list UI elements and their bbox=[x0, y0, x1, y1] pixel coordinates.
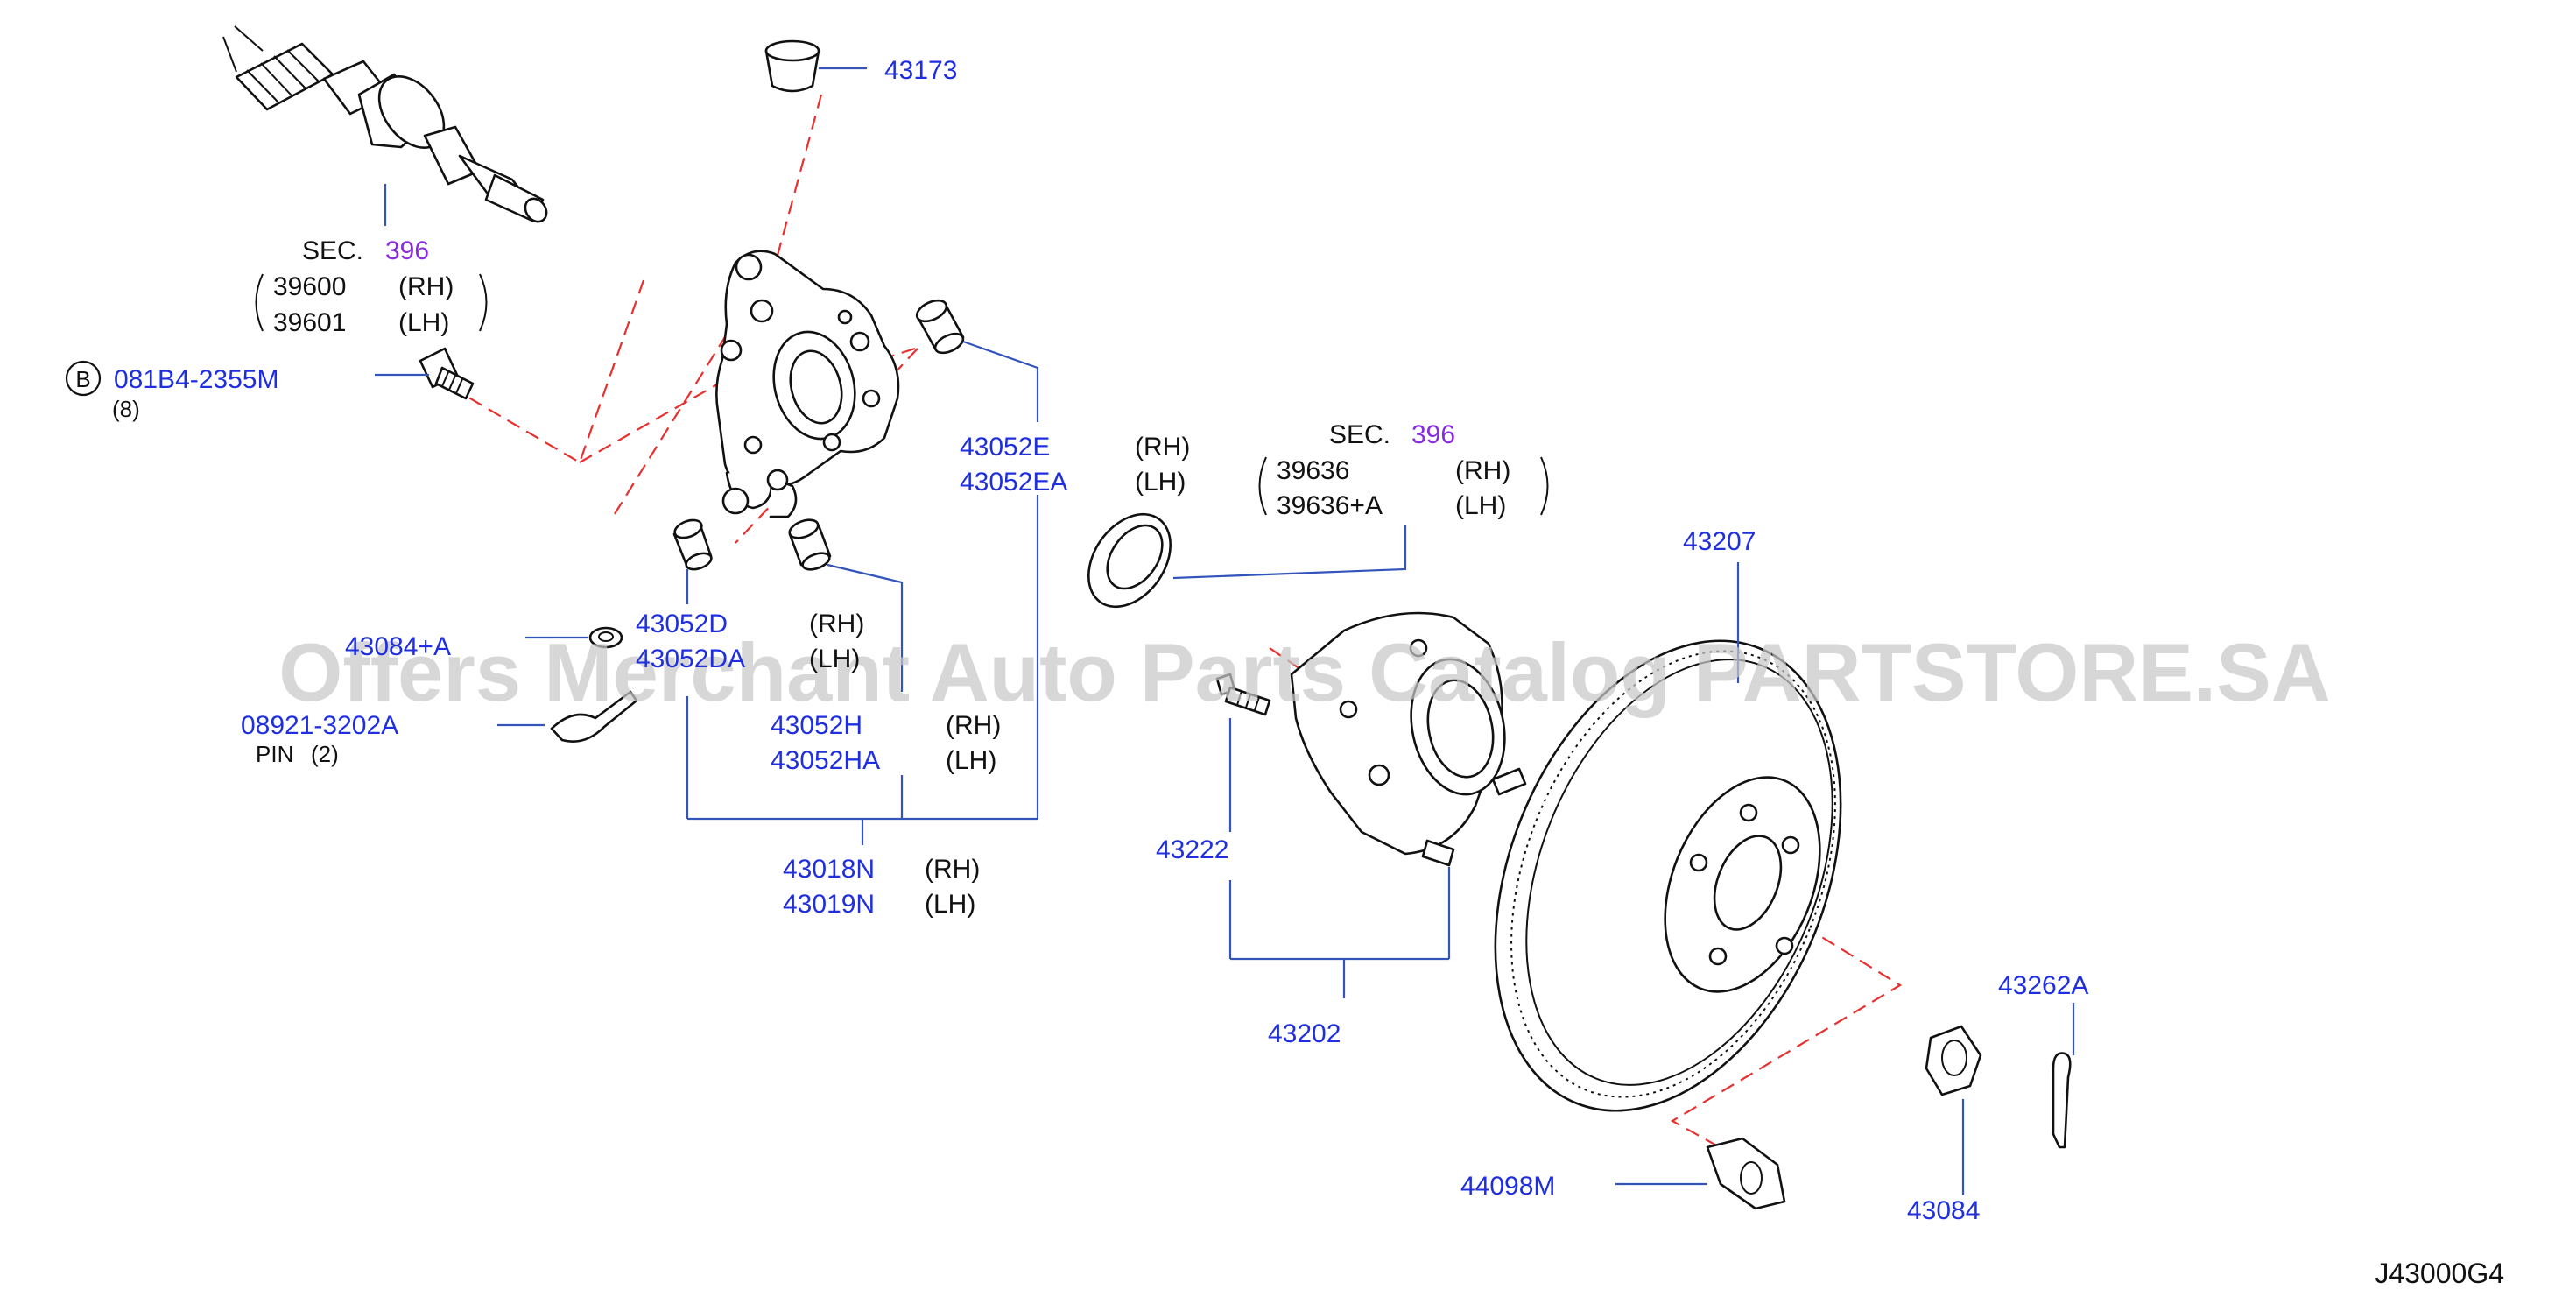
bushing-43052e-illustration bbox=[915, 299, 965, 355]
side-rh: (RH) bbox=[925, 855, 980, 884]
side-lh: (LH) bbox=[398, 308, 449, 337]
cotter-pin-illustration bbox=[2052, 1052, 2072, 1149]
label-43052ha[interactable]: 43052HA bbox=[771, 746, 880, 775]
label-43018n[interactable]: 43018N bbox=[783, 855, 875, 884]
label-43084[interactable]: 43084 bbox=[1907, 1196, 1980, 1225]
bolt-label-group: B 081B4-2355M (8) bbox=[65, 360, 278, 422]
paren-right bbox=[479, 273, 488, 332]
side-lh: (LH) bbox=[1455, 491, 1506, 520]
bolt-circle-marker bbox=[65, 360, 102, 397]
label-44098m[interactable]: 44098M bbox=[1460, 1172, 1555, 1201]
bushing-d-labels: 43052D (RH) 43052DA (LH) bbox=[636, 610, 864, 673]
pin-illustration bbox=[550, 690, 638, 743]
sec-prefix: SEC. bbox=[1329, 420, 1390, 449]
side-lh: (LH) bbox=[946, 746, 996, 775]
side-rh: (RH) bbox=[1455, 456, 1510, 485]
nut-illustration bbox=[1925, 1025, 1982, 1096]
sec-prefix: SEC. bbox=[302, 236, 363, 265]
bushing-e-labels: 43052E (RH) 43052EA (LH) bbox=[960, 433, 1190, 497]
disc-rotor-illustration bbox=[1494, 639, 1842, 1112]
label-43052d[interactable]: 43052D bbox=[636, 610, 728, 638]
seal-illustration bbox=[1087, 512, 1172, 609]
hub-assembly-illustration bbox=[1290, 611, 1527, 867]
label-43019n[interactable]: 43019N bbox=[783, 890, 875, 919]
watermark: Offers Merchant Auto Parts Catalog PARTS… bbox=[278, 626, 2330, 718]
bushing-43173-illustration bbox=[764, 39, 820, 93]
bolt-illustration bbox=[419, 347, 475, 400]
label-43207[interactable]: 43207 bbox=[1683, 527, 1756, 556]
label-43173[interactable]: 43173 bbox=[884, 56, 957, 85]
side-lh: (LH) bbox=[809, 645, 860, 673]
bushing-43052d-illustration bbox=[672, 518, 713, 571]
leader-lines bbox=[375, 67, 2075, 1195]
washer-illustration bbox=[588, 626, 623, 649]
hub-bolt-illustration bbox=[1215, 673, 1271, 716]
side-rh: (RH) bbox=[809, 610, 864, 638]
paren-left bbox=[1258, 456, 1267, 516]
side-lh: (LH) bbox=[1135, 468, 1186, 497]
label-43052da[interactable]: 43052DA bbox=[636, 645, 745, 673]
sec-link-396[interactable]: 396 bbox=[1411, 420, 1455, 449]
plug-illustration bbox=[1706, 1137, 1786, 1210]
label-43052h[interactable]: 43052H bbox=[771, 711, 862, 740]
pin-qty: (2) bbox=[311, 741, 339, 767]
label-43084a[interactable]: 43084+A bbox=[345, 632, 451, 661]
side-lh: (LH) bbox=[925, 890, 975, 919]
label-43262a[interactable]: 43262A bbox=[1998, 971, 2088, 1000]
knuckle-labels: 43018N (RH) 43019N (LH) bbox=[783, 855, 980, 919]
label-43052e[interactable]: 43052E bbox=[960, 433, 1050, 462]
bushing-43052h-illustration bbox=[788, 518, 832, 571]
label-08921-3202a[interactable]: 08921-3202A bbox=[241, 711, 398, 740]
section-ref-driveshaft: SEC. 396 39600 (RH) 39601 (LH) bbox=[255, 236, 488, 337]
sec-link-396[interactable]: 396 bbox=[385, 236, 429, 265]
diagram-code: J43000G4 bbox=[2375, 1258, 2504, 1289]
label-43202[interactable]: 43202 bbox=[1268, 1019, 1341, 1048]
side-rh: (RH) bbox=[1135, 433, 1190, 462]
drive-shaft-illustration bbox=[222, 25, 548, 223]
paren-right bbox=[1540, 456, 1549, 516]
code-39601: 39601 bbox=[273, 308, 346, 337]
steering-knuckle-illustration bbox=[715, 250, 900, 518]
paren-left bbox=[255, 273, 264, 332]
bolt-qty: (8) bbox=[112, 396, 140, 422]
side-rh: (RH) bbox=[946, 711, 1001, 740]
pin-desc: PIN bbox=[256, 741, 293, 767]
code-39636a: 39636+A bbox=[1277, 491, 1383, 520]
label-43222[interactable]: 43222 bbox=[1156, 835, 1228, 864]
bolt-circle-letter: B bbox=[75, 366, 90, 392]
section-ref-seal: SEC. 396 39636 (RH) 39636+A (LH) bbox=[1258, 420, 1549, 520]
code-39600: 39600 bbox=[273, 272, 346, 301]
pin-labels: 08921-3202A PIN (2) bbox=[241, 711, 398, 767]
label-081b4-2355m[interactable]: 081B4-2355M bbox=[114, 365, 278, 394]
bushing-h-labels: 43052H (RH) 43052HA (LH) bbox=[771, 711, 1001, 775]
code-39636: 39636 bbox=[1277, 456, 1349, 485]
side-rh: (RH) bbox=[398, 272, 454, 301]
label-43052ea[interactable]: 43052EA bbox=[960, 468, 1067, 497]
